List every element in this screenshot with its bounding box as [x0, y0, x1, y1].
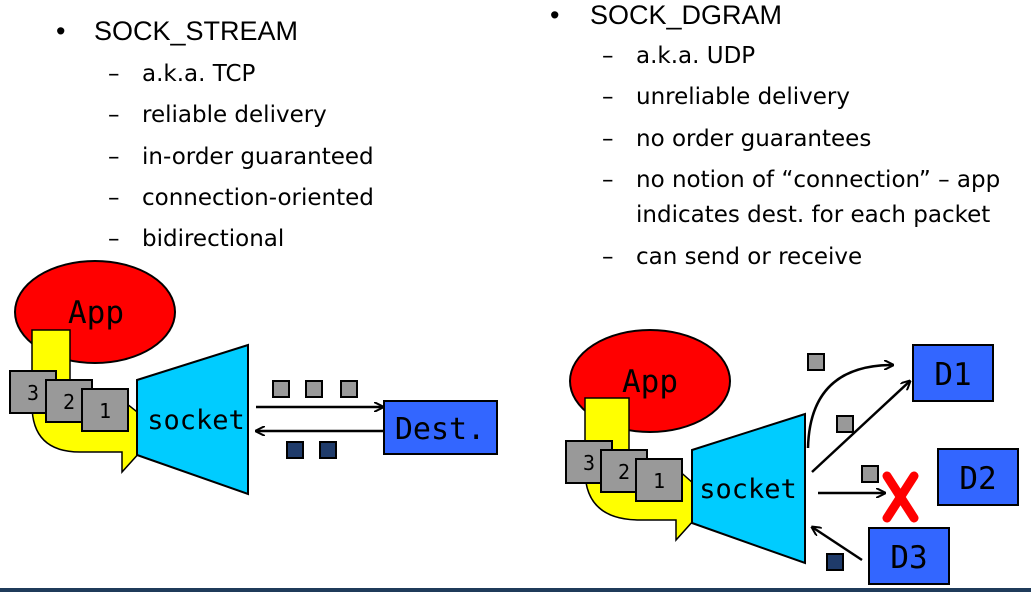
app-label: App: [68, 295, 124, 331]
app-label: App: [622, 364, 678, 400]
incoming-packet: [826, 553, 844, 571]
dest-box: [383, 400, 498, 455]
packet: 1: [635, 458, 683, 502]
d3-box: [868, 527, 950, 585]
bullet-icon: •: [56, 16, 66, 46]
dash-icon: –: [108, 185, 120, 211]
dash-icon: –: [602, 84, 614, 110]
socket-label: socket: [699, 474, 797, 505]
stream-diagram: App 3 2 1 socket Dest.: [9, 260, 498, 496]
left-heading: SOCK_STREAM: [94, 16, 299, 46]
socket-trapezoid: [136, 343, 249, 496]
dash-icon: –: [108, 102, 120, 128]
outgoing-packet: [861, 465, 879, 483]
dash-icon: –: [602, 126, 614, 152]
outgoing-packet: [305, 380, 323, 398]
svg-text:1: 1: [653, 469, 665, 493]
packet: 1: [81, 388, 129, 432]
d2-label: D2: [959, 461, 996, 497]
dgram-diagram: App 3 2 1 socket: [565, 329, 1019, 585]
svg-text:2: 2: [618, 460, 630, 484]
svg-text:3: 3: [27, 381, 39, 405]
d3-label: D3: [890, 540, 927, 576]
svg-text:2: 2: [63, 390, 75, 414]
send-arrow-d1-straight: [811, 381, 910, 473]
outgoing-packet: [272, 380, 290, 398]
dash-icon: –: [108, 144, 120, 170]
dash-icon: –: [108, 226, 120, 252]
outgoing-packet: [340, 380, 358, 398]
socket-label: socket: [147, 405, 245, 436]
d1-label: D1: [934, 357, 971, 393]
dash-icon: –: [602, 167, 614, 193]
outgoing-packet: [807, 353, 825, 371]
slide-footer-bar: [0, 588, 1031, 592]
socket-trapezoid: [691, 412, 806, 565]
d2-box: [937, 448, 1019, 506]
outgoing-packet: [836, 415, 854, 433]
dropped-x-icon: [882, 471, 919, 523]
receive-arrow-d3: [812, 527, 863, 562]
dash-icon: –: [108, 61, 120, 87]
dash-icon: –: [602, 43, 614, 69]
send-arrow-d1: [806, 365, 893, 449]
incoming-packet: [286, 441, 304, 459]
incoming-packet: [319, 441, 337, 459]
dest-label: Dest.: [395, 412, 485, 447]
dash-icon: –: [602, 244, 614, 270]
svg-text:3: 3: [583, 451, 595, 475]
right-heading: SOCK_DGRAM: [590, 0, 783, 30]
d1-box: [912, 344, 994, 402]
svg-text:1: 1: [99, 399, 111, 423]
bullet-icon: •: [550, 0, 560, 30]
